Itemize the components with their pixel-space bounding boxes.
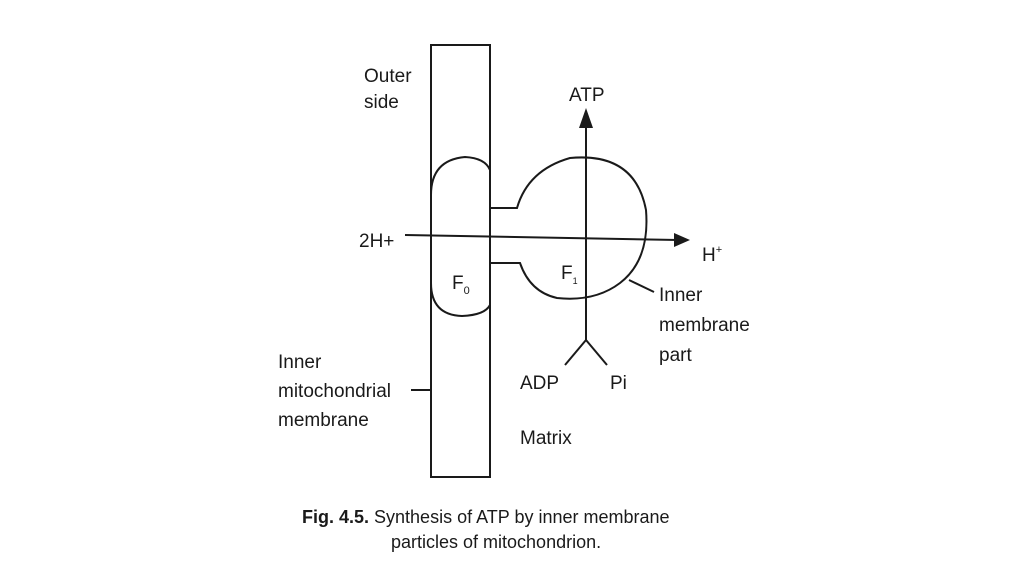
inner-membrane-part-line1: Inner bbox=[659, 285, 703, 306]
inner-membrane-part-line2: membrane bbox=[659, 315, 750, 336]
proton-flow-line bbox=[404, 234, 679, 241]
outer-side-label-line2: side bbox=[364, 92, 399, 113]
f1-label-sub: 1 bbox=[573, 276, 578, 286]
f1-label: F1 bbox=[561, 263, 578, 286]
pi-label: Pi bbox=[610, 373, 627, 394]
atp-arrowhead bbox=[579, 108, 593, 128]
two-h-plus-label: 2H+ bbox=[359, 231, 394, 252]
atp-label: ATP bbox=[569, 85, 605, 106]
matrix-label: Matrix bbox=[520, 428, 572, 449]
inner-membrane-slab bbox=[430, 44, 491, 478]
figure-caption-label: Fig. 4.5. bbox=[302, 507, 369, 527]
f1-label-base: F bbox=[561, 263, 573, 284]
f0-label-sub: 0 bbox=[464, 285, 470, 297]
f0-label-base: F bbox=[452, 273, 464, 294]
f0-particle bbox=[430, 155, 491, 318]
inner-membrane-part-leader bbox=[628, 279, 655, 293]
adp-label: ADP bbox=[520, 373, 559, 394]
f1-head bbox=[490, 156, 648, 300]
pi-branch-line bbox=[585, 339, 608, 366]
h-plus-output-label: H+ bbox=[702, 244, 722, 266]
inner-membrane-part-line3: part bbox=[659, 345, 692, 366]
inner-mito-label-line2: mitochondrial bbox=[278, 381, 391, 402]
figure-caption-text1: Synthesis of ATP by inner membrane bbox=[369, 507, 669, 527]
inner-mito-label-line3: membrane bbox=[278, 410, 369, 431]
inner-mito-label-line1: Inner bbox=[278, 352, 322, 373]
figure-caption-line2: particles of mitochondrion. bbox=[391, 532, 601, 552]
proton-flow-arrowhead bbox=[674, 233, 690, 247]
outer-side-label-line1: Outer bbox=[364, 66, 412, 87]
h-plus-output-base: H bbox=[702, 245, 716, 266]
f0-label: F0 bbox=[452, 273, 470, 297]
adp-branch-line bbox=[564, 339, 587, 366]
figure-caption-line1: Fig. 4.5. Synthesis of ATP by inner memb… bbox=[302, 507, 670, 527]
h-plus-output-sup: + bbox=[716, 244, 722, 256]
